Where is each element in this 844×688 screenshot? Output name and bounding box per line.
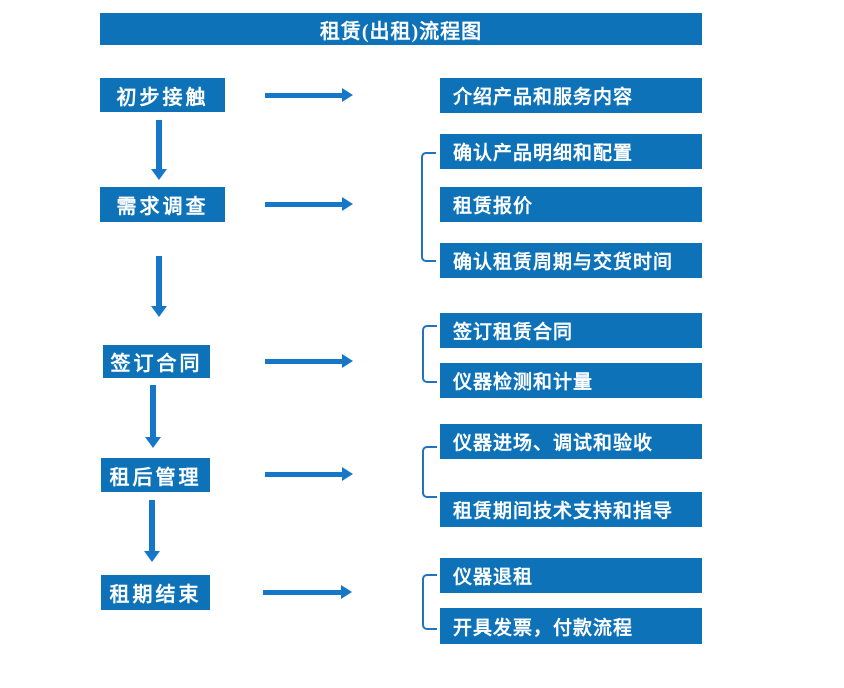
arrow-head [145,437,161,448]
arrow-head [144,551,160,562]
down-arrow-icon [151,120,167,180]
arrow-head [342,88,353,102]
group-bracket-rental-end [422,574,437,630]
arrow-shaft [265,92,342,98]
detail-box-confirm-period: 确认租赁周期与交货时间 [440,243,702,278]
down-arrow-icon [145,385,161,448]
arrow-shaft [265,358,342,364]
arrow-shaft [265,201,342,207]
down-arrow-icon [151,256,167,317]
arrow-head [342,354,353,368]
detail-box-instrument-setup: 仪器进场、调试和验收 [440,424,702,459]
down-arrow-icon [144,500,160,562]
detail-box-instrument-testing: 仪器检测和计量 [440,363,702,398]
right-arrow-icon [263,585,352,599]
right-arrow-icon [265,354,353,368]
right-arrow-icon [265,88,353,102]
arrow-head [151,169,167,180]
detail-box-rental-quote: 租赁报价 [440,187,702,222]
arrow-head [342,467,353,481]
detail-box-introduce-products: 介绍产品和服务内容 [440,78,702,113]
arrow-shaft [150,385,156,437]
right-arrow-icon [265,197,353,211]
group-bracket-post-rental-mgmt [422,446,437,498]
arrow-head [341,585,352,599]
detail-box-tech-support: 租赁期间技术支持和指导 [440,492,702,527]
group-bracket-demand-survey [421,152,436,262]
arrow-head [151,306,167,317]
detail-box-invoice-payment: 开具发票，付款流程 [440,608,702,644]
arrow-shaft [263,589,341,595]
arrow-head [342,197,353,211]
arrow-shaft [156,256,162,306]
arrow-shaft [265,471,342,477]
group-bracket-sign-contract [422,325,437,383]
right-arrow-icon [265,467,353,481]
detail-box-confirm-product-spec: 确认产品明细和配置 [440,134,702,169]
flowchart-title: 租赁(出租)流程图 [100,13,702,45]
detail-box-sign-rental-contract: 签订租赁合同 [440,313,702,348]
arrow-shaft [149,500,155,551]
stage-box-sign-contract: 签订合同 [103,345,210,378]
detail-box-instrument-return: 仪器退租 [440,558,702,593]
stage-box-post-rental-mgmt: 租后管理 [101,458,210,492]
stage-box-demand-survey: 需求调查 [100,187,225,222]
stage-box-initial-contact: 初步接触 [100,78,225,112]
arrow-shaft [156,120,162,169]
stage-box-rental-end: 租期结束 [101,575,210,610]
